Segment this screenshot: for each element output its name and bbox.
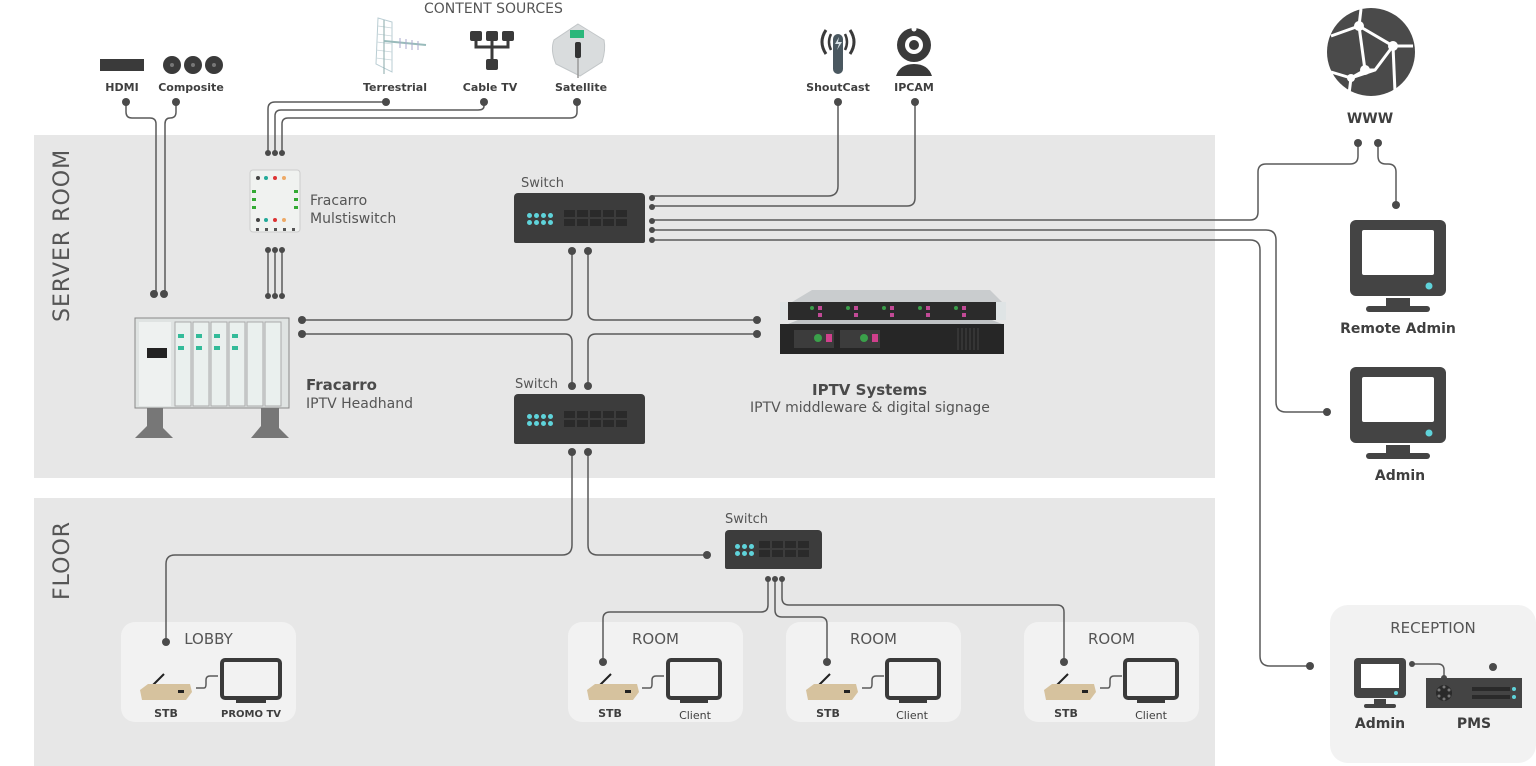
headend-icon xyxy=(134,317,290,438)
cable-tv-icon xyxy=(470,31,514,70)
stb-label: STB xyxy=(598,707,622,720)
stb-label: STB xyxy=(1054,707,1078,720)
reception-title: RECEPTION xyxy=(1390,619,1476,637)
monitor-icon xyxy=(1350,367,1446,459)
lobby-title: LOBBY xyxy=(184,630,233,648)
client-label: Client xyxy=(1135,709,1167,722)
tv-icon xyxy=(220,658,282,703)
tv-icon xyxy=(1123,658,1179,703)
monitor-icon xyxy=(1350,220,1446,312)
tv-icon xyxy=(666,658,722,703)
shoutcast-label: ShoutCast xyxy=(806,81,870,94)
shoutcast-icon xyxy=(820,29,856,74)
multiswitch-name: Mulstiswitch xyxy=(310,211,397,227)
composite-icon xyxy=(163,56,223,74)
stb-label: STB xyxy=(816,707,840,720)
hdmi-icon xyxy=(100,59,144,71)
headend-name: IPTV Headhand xyxy=(306,396,413,412)
terrestrial-label: Terrestrial xyxy=(362,81,427,94)
room-title: ROOM xyxy=(850,630,897,648)
pms-server-icon xyxy=(1426,678,1522,708)
reception-monitor-icon xyxy=(1354,658,1406,708)
composite-label: Composite xyxy=(158,81,224,94)
multiswitch-icon xyxy=(249,169,301,233)
client-label: Client xyxy=(679,709,711,722)
pms-label: PMS xyxy=(1456,716,1492,732)
stb-icon xyxy=(1044,673,1096,700)
ipcam-label: IPCAM xyxy=(894,81,934,94)
room-title: ROOM xyxy=(632,630,679,648)
server-rack-icon xyxy=(780,290,1006,354)
headend-brand: Fracarro xyxy=(306,376,377,394)
reception-admin-label: Admin xyxy=(1354,716,1406,732)
stb-label: STB xyxy=(154,707,178,720)
room-card-3: ROOM xyxy=(1024,622,1199,722)
multiswitch-brand: Fracarro xyxy=(310,193,368,209)
satellite-icon xyxy=(551,23,606,78)
satellite-label: Satellite xyxy=(554,81,608,94)
cable-tv-label: Cable TV xyxy=(462,81,518,94)
ipcam-icon xyxy=(896,26,932,76)
client-label: Client xyxy=(896,709,928,722)
content-sources-title: CONTENT SOURCES xyxy=(424,1,563,17)
switch-floor-label: Switch xyxy=(725,512,768,527)
hdmi-label: HDMI xyxy=(105,81,139,94)
stb-icon xyxy=(587,673,639,700)
stb-icon xyxy=(140,673,192,700)
switch-bottom xyxy=(514,394,645,444)
iptv-systems-subtitle: IPTV middleware & digital signage xyxy=(750,400,990,416)
room-card-1: ROOM xyxy=(568,622,743,722)
room-card-2: ROOM xyxy=(786,622,961,722)
remote-admin-label: Remote Admin xyxy=(1340,321,1456,337)
switch-top-label: Switch xyxy=(521,176,564,191)
iptv-systems-title: IPTV Systems xyxy=(812,381,928,399)
lobby-card: LOBBY xyxy=(121,622,296,722)
room-title: ROOM xyxy=(1088,630,1135,648)
promo-tv-label: PROMO TV xyxy=(220,709,282,720)
tv-icon xyxy=(885,658,941,703)
globe-icon xyxy=(1327,8,1415,96)
admin-label: Admin xyxy=(1374,468,1426,484)
switch-top xyxy=(514,193,645,243)
antenna-icon xyxy=(375,17,427,74)
www-label: WWW xyxy=(1346,111,1394,127)
stb-icon xyxy=(806,673,858,700)
switch-floor xyxy=(725,530,822,569)
switch-bottom-label: Switch xyxy=(515,377,558,392)
